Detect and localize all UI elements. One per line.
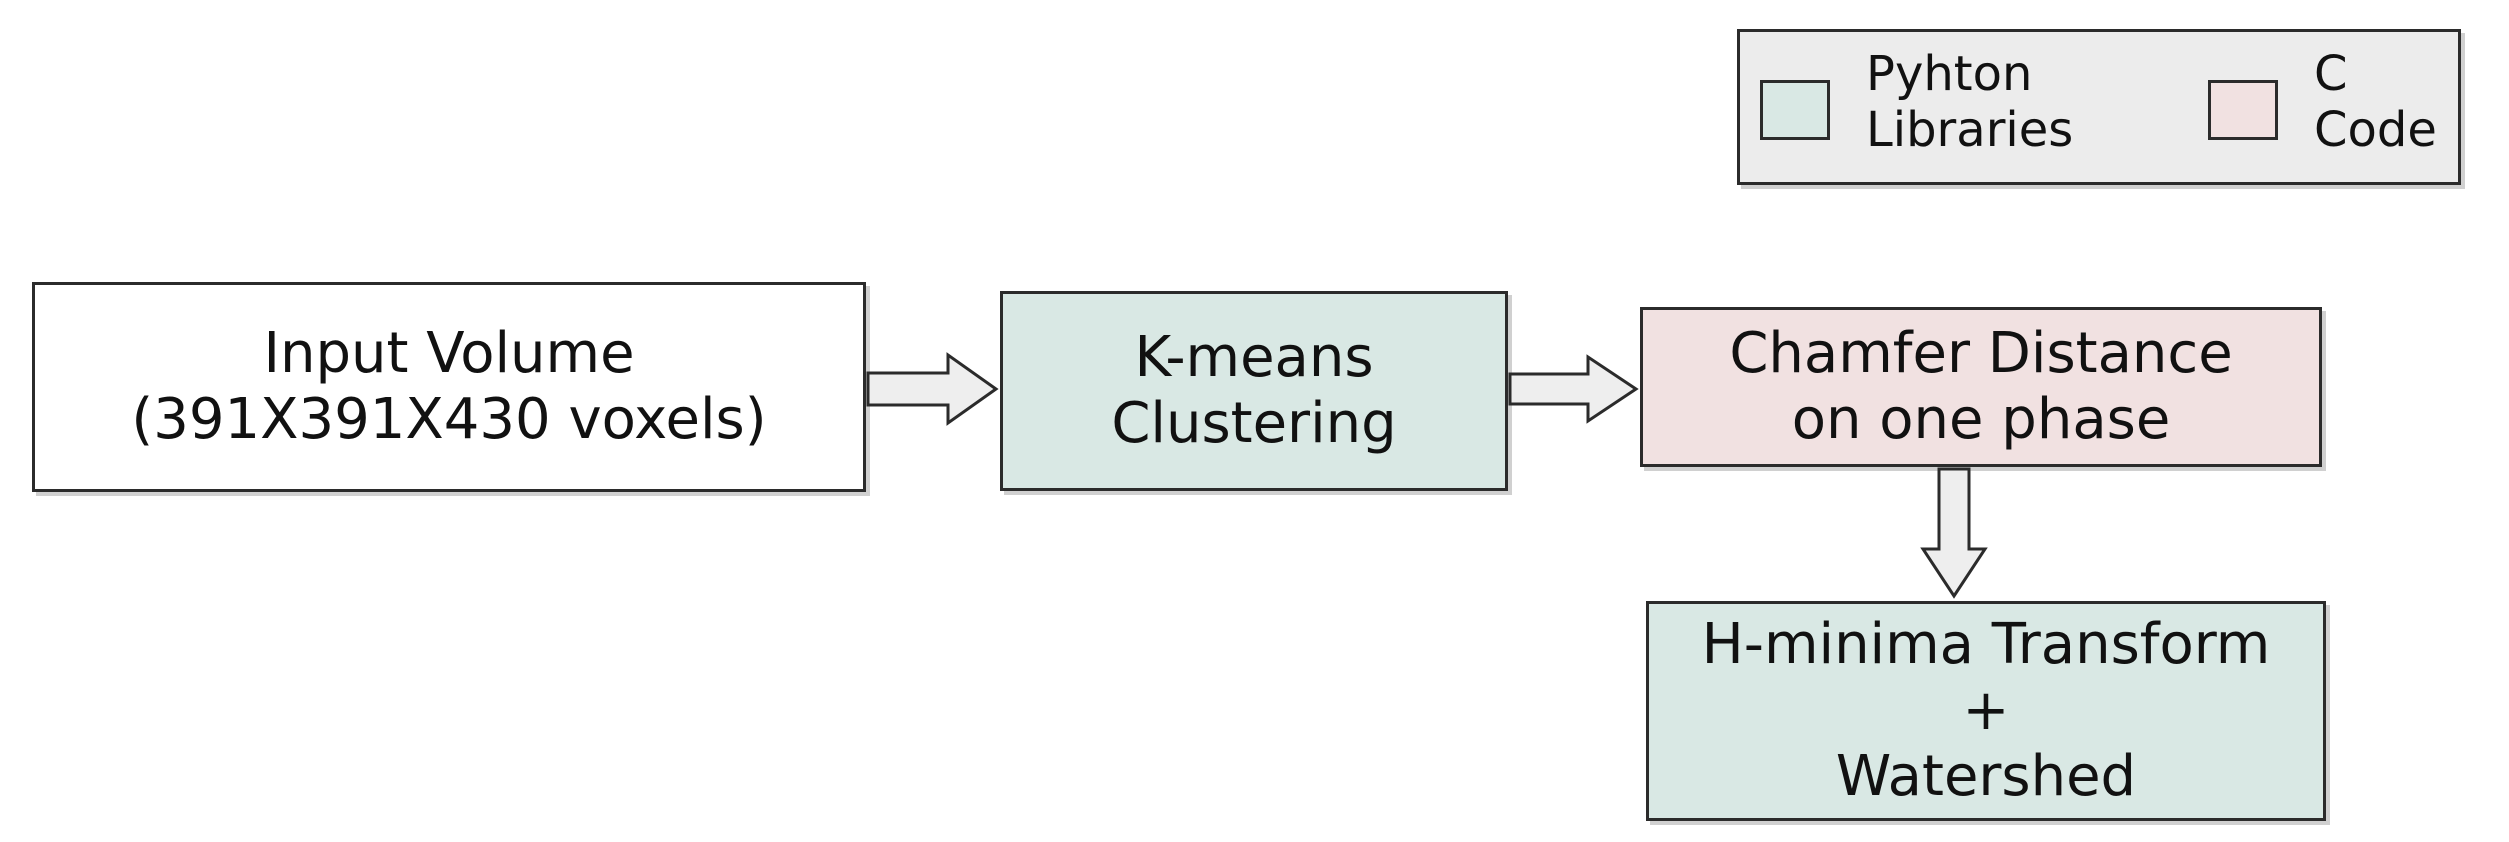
- legend-c-line2: Code: [2314, 102, 2437, 159]
- node-input-line2: (391X391X430 voxels): [131, 387, 767, 452]
- arrow-chamfer-to-hminima: [1920, 467, 1988, 599]
- node-chamfer-distance: Chamfer Distance on one phase: [1640, 307, 2322, 467]
- legend-swatch-python: [1760, 80, 1830, 140]
- legend-label-python: Pyhton Libraries: [1866, 46, 2073, 158]
- arrow-kmeans-to-chamfer: [1508, 354, 1639, 424]
- node-input-volume: Input Volume (391X391X430 voxels): [32, 282, 866, 492]
- node-kmeans-line1: K-means: [1134, 324, 1374, 390]
- node-kmeans-clustering: K-means Clustering: [1000, 291, 1508, 491]
- node-hminima-line1: H-minima Transform: [1701, 611, 2271, 677]
- node-kmeans-line2: Clustering: [1111, 391, 1397, 456]
- node-chamfer-line2: on one phase: [1791, 387, 2171, 452]
- legend-c-line1: C: [2314, 46, 2348, 102]
- legend-swatch-c: [2208, 80, 2278, 140]
- arrow-input-to-kmeans: [866, 352, 999, 426]
- legend-python-line2: Libraries: [1866, 102, 2074, 159]
- node-hminima-line3: Watershed: [1835, 744, 2137, 810]
- legend-python-line1: Pyhton: [1866, 46, 2033, 102]
- legend: Pyhton Libraries C Code: [1737, 29, 2461, 185]
- node-chamfer-line1: Chamfer Distance: [1729, 320, 2233, 386]
- node-hminima-line2: +: [1962, 677, 2010, 743]
- node-input-line1: Input Volume: [263, 320, 635, 386]
- legend-label-c: C Code: [2314, 46, 2437, 158]
- node-hminima-watershed: H-minima Transform + Watershed: [1646, 601, 2326, 821]
